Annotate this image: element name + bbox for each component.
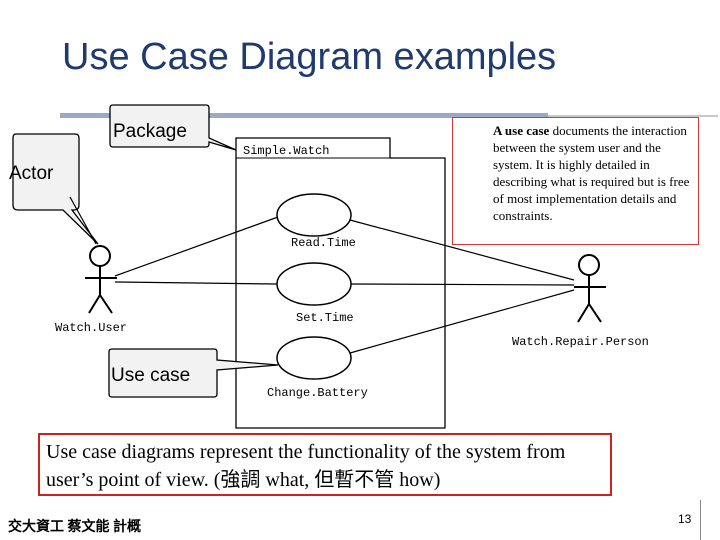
note-body: documents the interaction between the sy… <box>493 123 690 223</box>
slide-title: Use Case Diagram examples <box>62 36 557 78</box>
use-case-read-time[interactable] <box>276 193 352 237</box>
package-boundary <box>235 137 446 429</box>
use-case-set-time[interactable] <box>276 262 352 306</box>
use-case-read-time-label: Read.Time <box>291 236 356 250</box>
footer-divider <box>700 500 701 540</box>
actor-callout-label: Actor <box>9 163 54 184</box>
use-case-change-battery[interactable] <box>276 336 352 380</box>
assoc-repair-set-time <box>350 283 575 286</box>
actor-watch-user[interactable] <box>85 245 117 314</box>
page-number: 13 <box>678 512 692 526</box>
assoc-user-set-time <box>114 281 278 285</box>
note-bold-lead: A use case <box>493 123 550 138</box>
assoc-repair-change-battery <box>349 289 575 354</box>
title-underline <box>60 113 548 118</box>
assoc-repair-read-time <box>349 219 575 281</box>
use-case-change-battery-label: Change.Battery <box>267 386 368 400</box>
actor-callout-pointer <box>69 196 97 245</box>
actor-watch-repair-person-label: Watch.Repair.Person <box>512 335 649 349</box>
use-case-definition-note <box>452 117 699 245</box>
assoc-user-read-time <box>114 216 279 277</box>
package-name: Simple.Watch <box>243 144 329 158</box>
use-case-callout-label: Use case <box>111 365 190 386</box>
use-case-definition-text: A use case documents the interaction bet… <box>493 122 698 224</box>
actor-callout <box>12 133 99 245</box>
use-case-callout <box>108 348 279 398</box>
package-callout <box>109 104 237 151</box>
title-underline-grey <box>548 115 718 117</box>
actor-watch-repair-person[interactable] <box>574 254 606 323</box>
use-case-set-time-label: Set.Time <box>296 311 354 325</box>
footer-text: 交大資工 蔡文能 計概 <box>8 520 141 535</box>
package-callout-label: Package <box>113 121 187 142</box>
actor-watch-user-label: Watch.User <box>55 321 127 335</box>
summary-box: Use case diagrams represent the function… <box>38 433 612 496</box>
